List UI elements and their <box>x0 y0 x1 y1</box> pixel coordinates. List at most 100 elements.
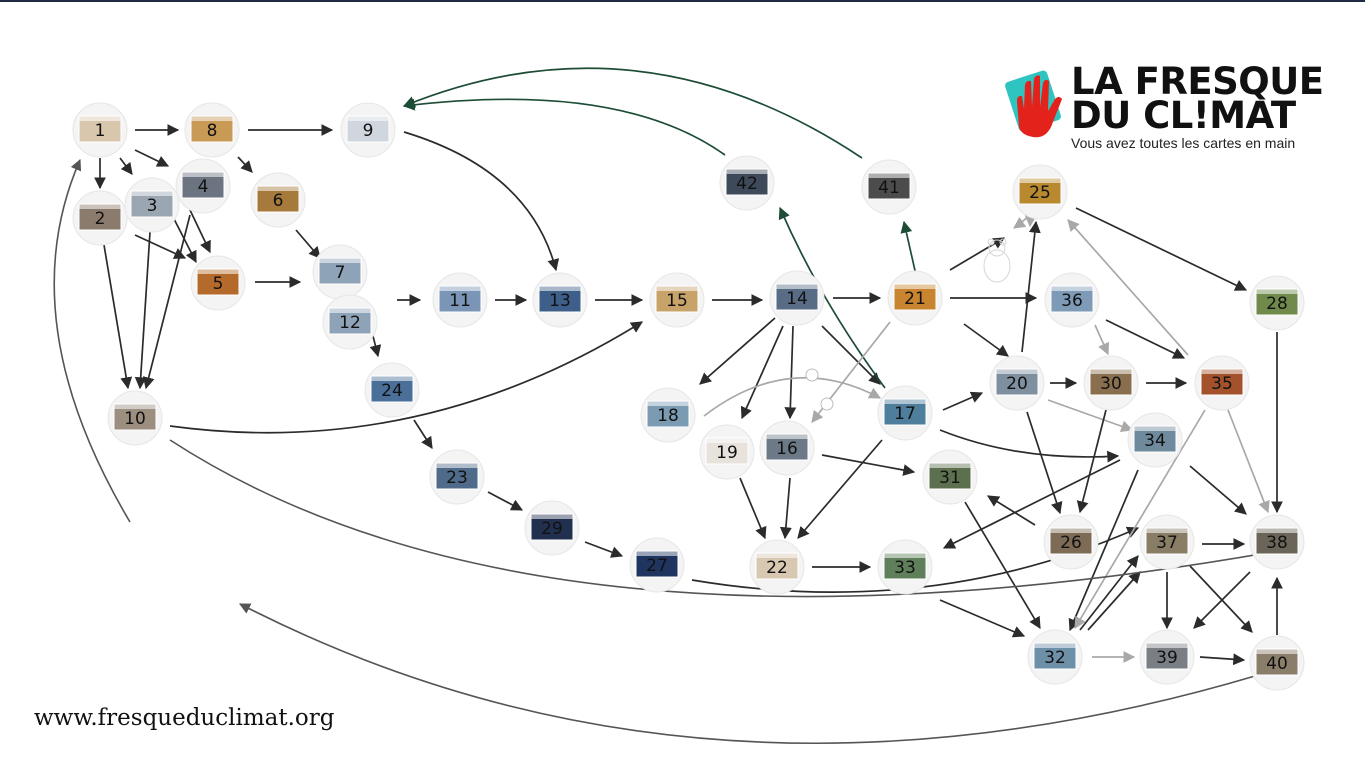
card-40[interactable]: 40 <box>1250 636 1304 690</box>
arrow-dark <box>190 210 210 252</box>
card-9[interactable]: 9 <box>341 103 395 157</box>
card-36[interactable]: 36 <box>1045 273 1099 327</box>
arrow-dark <box>822 326 880 384</box>
arrow-dark <box>404 132 556 270</box>
card-38[interactable]: 38 <box>1250 515 1304 569</box>
card-8[interactable]: 8 <box>185 103 239 157</box>
card-15[interactable]: 15 <box>650 273 704 327</box>
card-37[interactable]: 37 <box>1140 515 1194 569</box>
arrow-dark <box>1076 208 1246 290</box>
card-28[interactable]: 28 <box>1250 276 1304 330</box>
card-number: 16 <box>776 439 798 459</box>
card-29[interactable]: 29 <box>525 501 579 555</box>
card-number: 28 <box>1266 294 1288 314</box>
arrow-grey <box>1095 325 1108 354</box>
arrow-dark <box>238 157 252 172</box>
card-number: 5 <box>213 274 224 294</box>
connector-dot <box>806 369 818 381</box>
card-7[interactable]: 7 <box>313 245 367 299</box>
website-url[interactable]: www.fresqueduclimat.org <box>34 705 334 731</box>
card-25[interactable]: 25 <box>1013 165 1067 219</box>
arrow-dark <box>742 326 783 418</box>
card-number: 8 <box>207 121 218 141</box>
card-35[interactable]: 35 <box>1195 356 1249 410</box>
arrow-grey <box>1228 410 1268 512</box>
card-number: 14 <box>786 289 808 309</box>
card-23[interactable]: 23 <box>430 450 484 504</box>
card-number: 11 <box>449 291 471 311</box>
card-24[interactable]: 24 <box>365 363 419 417</box>
arrow-dark <box>943 393 982 410</box>
arrow-dark <box>120 158 132 174</box>
cards-layer: 1234567891011121314151617181920212223242… <box>73 103 1304 690</box>
arrow-mid <box>240 604 1255 743</box>
card-30[interactable]: 30 <box>1084 356 1138 410</box>
arrow-dark <box>1080 410 1106 512</box>
card-20[interactable]: 20 <box>990 356 1044 410</box>
card-4[interactable]: 4 <box>176 159 230 213</box>
card-number: 29 <box>541 519 563 539</box>
card-39[interactable]: 39 <box>1140 630 1194 684</box>
card-number: 26 <box>1060 533 1082 553</box>
arrow-dark <box>414 420 432 448</box>
card-26[interactable]: 26 <box>1044 515 1098 569</box>
card-34[interactable]: 34 <box>1128 413 1182 467</box>
card-11[interactable]: 11 <box>433 273 487 327</box>
arrow-dark <box>1088 572 1140 630</box>
arrow-dark <box>1200 657 1244 660</box>
arrow-grey <box>704 378 880 416</box>
hand-icon <box>1005 65 1071 145</box>
card-22[interactable]: 22 <box>750 540 804 594</box>
card-number: 2 <box>95 209 106 229</box>
card-number: 3 <box>147 196 158 216</box>
arrow-dark <box>988 496 1035 525</box>
arrow-dark <box>1080 556 1138 630</box>
card-41[interactable]: 41 <box>862 160 916 214</box>
card-2[interactable]: 2 <box>73 191 127 245</box>
card-number: 40 <box>1266 654 1288 674</box>
card-number: 17 <box>894 404 916 424</box>
card-number: 34 <box>1144 431 1166 451</box>
card-31[interactable]: 31 <box>923 450 977 504</box>
card-number: 19 <box>716 443 738 463</box>
card-27[interactable]: 27 <box>630 538 684 592</box>
card-3[interactable]: 3 <box>125 178 179 232</box>
card-number: 13 <box>549 291 571 311</box>
card-10[interactable]: 10 <box>108 391 162 445</box>
card-number: 37 <box>1156 533 1178 553</box>
card-17[interactable]: 17 <box>878 386 932 440</box>
card-number: 41 <box>878 178 900 198</box>
arrow-dark <box>790 326 793 418</box>
card-number: 20 <box>1006 374 1028 394</box>
card-18[interactable]: 18 <box>641 388 695 442</box>
arrow-dark <box>950 238 1004 270</box>
card-number: 39 <box>1156 648 1178 668</box>
card-12[interactable]: 12 <box>323 295 377 349</box>
arrow-dark <box>135 150 168 166</box>
card-number: 7 <box>335 263 346 283</box>
card-16[interactable]: 16 <box>760 421 814 475</box>
card-number: 18 <box>657 406 679 426</box>
card-19[interactable]: 19 <box>700 425 754 479</box>
card-number: 42 <box>736 174 758 194</box>
card-number: 12 <box>339 313 361 333</box>
connector-dot <box>821 398 833 410</box>
card-6[interactable]: 6 <box>251 173 305 227</box>
card-42[interactable]: 42 <box>720 156 774 210</box>
card-13[interactable]: 13 <box>533 273 587 327</box>
card-number: 6 <box>273 191 284 211</box>
card-33[interactable]: 33 <box>878 540 932 594</box>
arrow-dark <box>740 478 765 538</box>
arrow-dark <box>785 478 790 538</box>
logo-title-line2: DU CL!MAT <box>1071 96 1296 136</box>
card-21[interactable]: 21 <box>888 271 942 325</box>
card-number: 10 <box>124 409 146 429</box>
card-5[interactable]: 5 <box>191 256 245 310</box>
card-number: 9 <box>363 121 374 141</box>
card-number: 23 <box>446 468 468 488</box>
card-32[interactable]: 32 <box>1028 630 1082 684</box>
card-14[interactable]: 14 <box>770 271 824 325</box>
card-number: 31 <box>939 468 961 488</box>
card-1[interactable]: 1 <box>73 103 127 157</box>
arrow-dark <box>940 430 1118 457</box>
